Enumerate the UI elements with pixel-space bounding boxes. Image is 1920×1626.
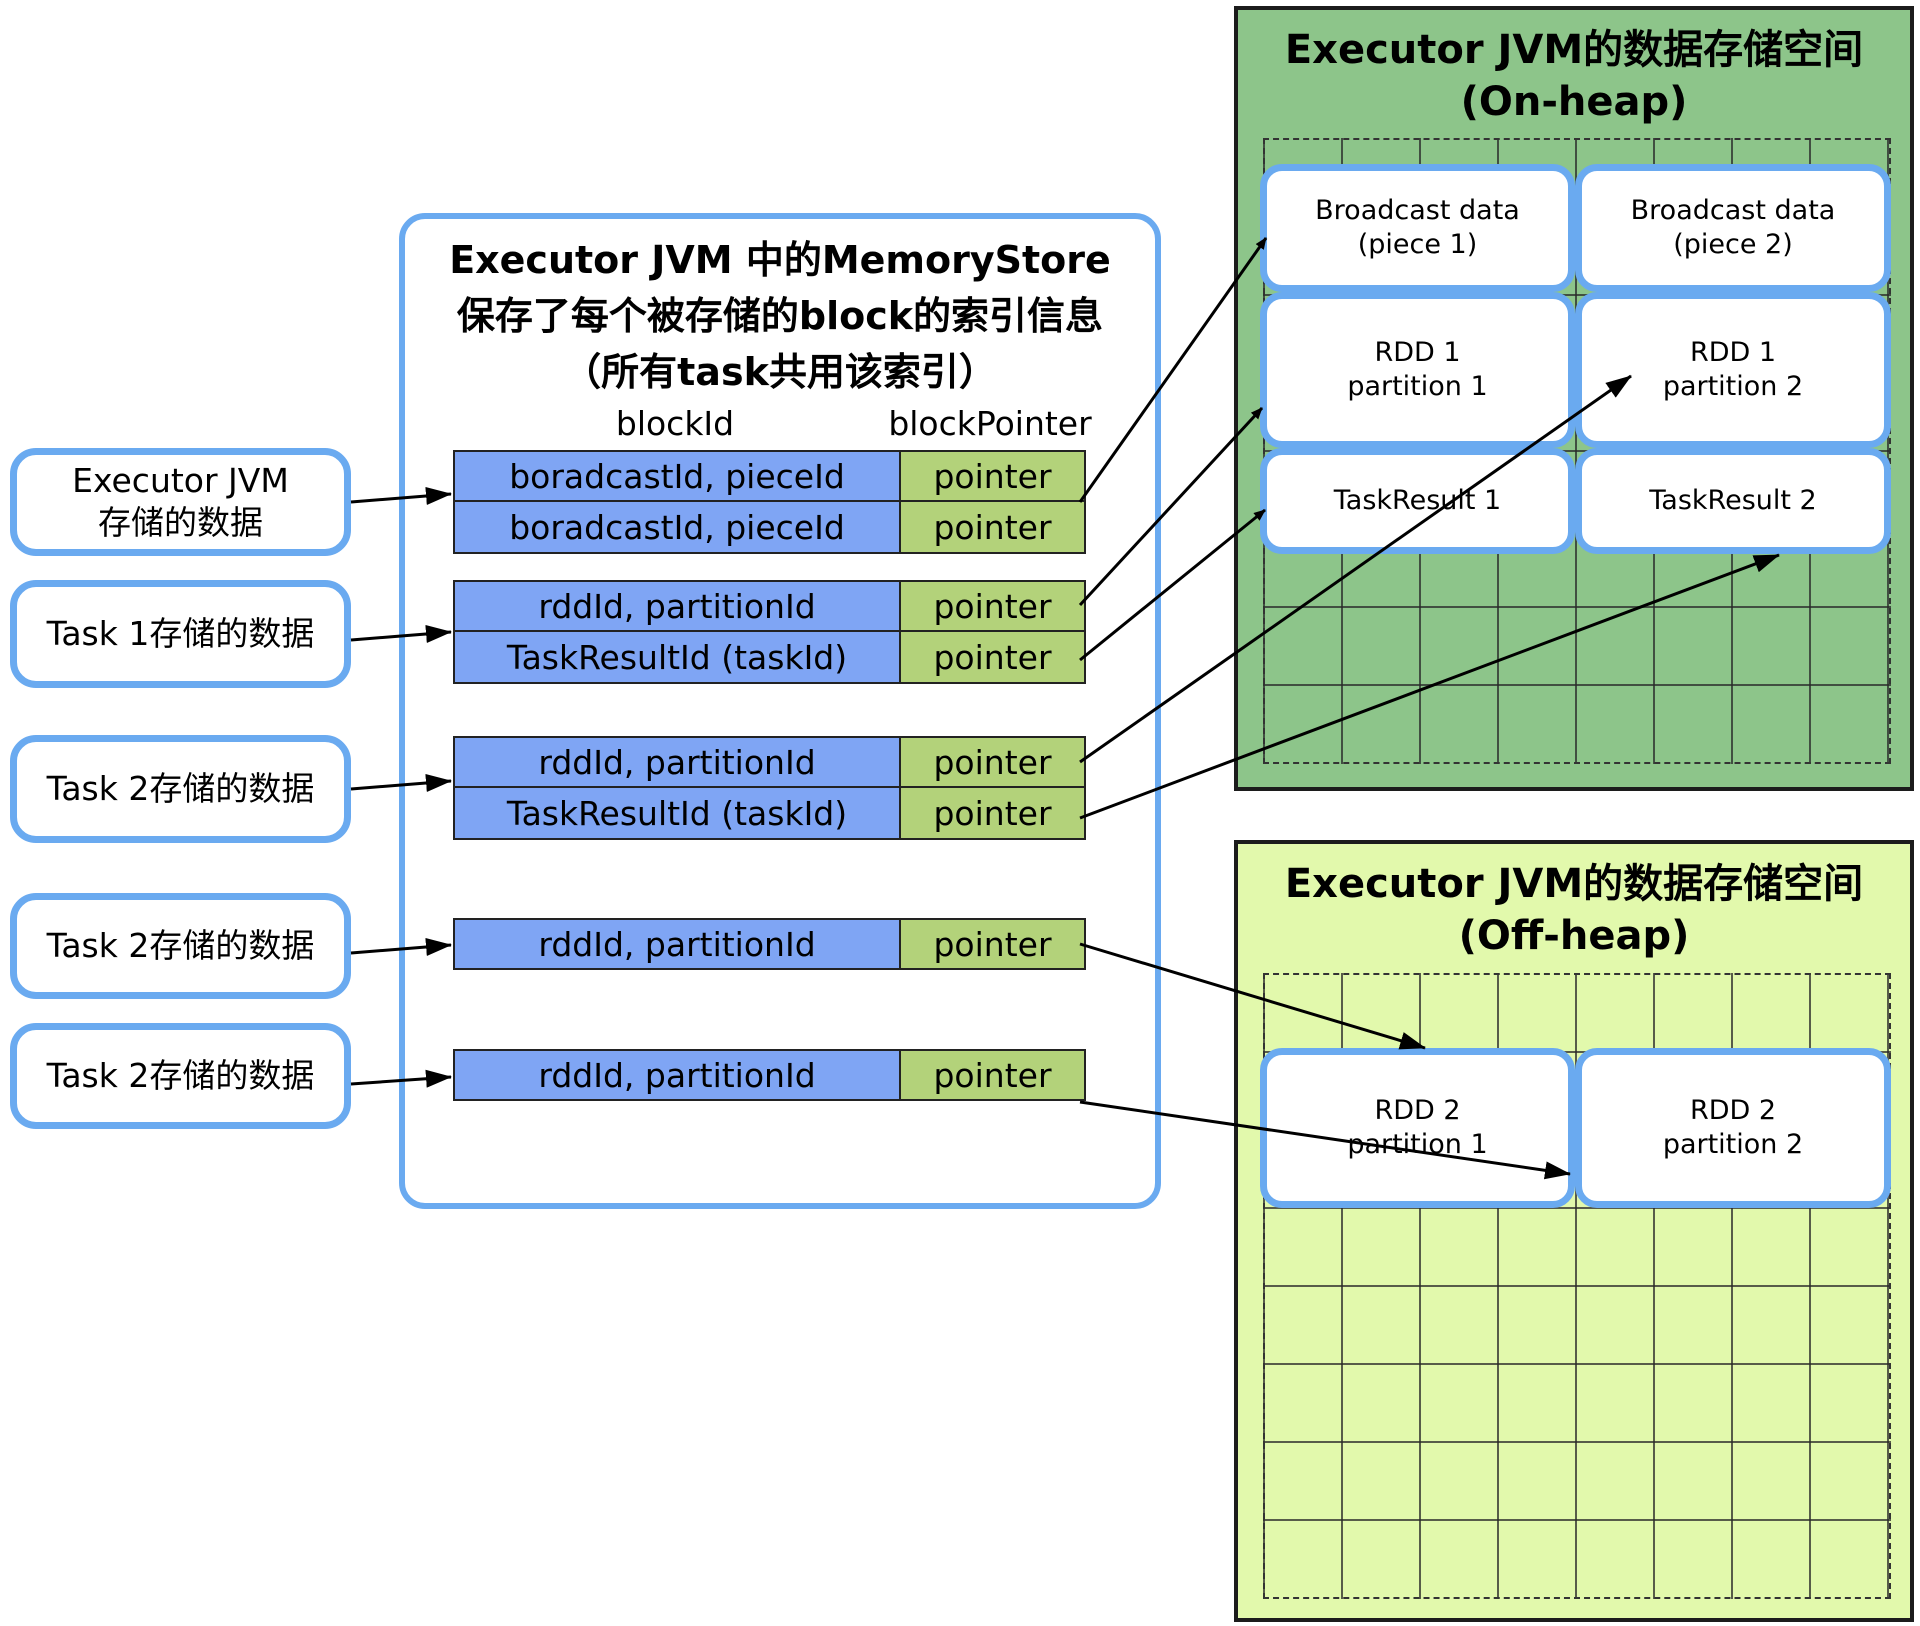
index-row: boradcastId, pieceId pointer: [453, 502, 1086, 554]
block-id-cell: TaskResultId (taskId): [453, 788, 901, 840]
broadcast-piece-1-block: Broadcast data (piece 1): [1260, 164, 1575, 292]
index-group-task-2-offheap: rddId, partitionId pointer: [453, 918, 1086, 970]
block-pointer-cell: pointer: [901, 580, 1086, 632]
on-heap-title-line: (On-heap): [1460, 79, 1688, 125]
source-executor-jvm: Executor JVM 存储的数据: [10, 448, 351, 556]
rdd2-partition-1-block: RDD 2 partition 1: [1260, 1048, 1575, 1208]
block-label: (piece 1): [1357, 229, 1478, 260]
block-label: partition 2: [1662, 371, 1804, 402]
off-heap-title: Executor JVM的数据存储空间 (Off-heap): [1234, 858, 1914, 962]
on-heap-title-line: Executor JVM的数据存储空间: [1284, 27, 1864, 73]
block-label: Broadcast data: [1315, 195, 1520, 226]
source-task-2: Task 2存储的数据: [10, 893, 351, 999]
source-task-2: Task 2存储的数据: [10, 1023, 351, 1129]
memory-store-title-line: 保存了每个被存储的block的索引信息: [456, 294, 1104, 338]
memory-store: [399, 213, 1161, 1209]
column-header-block-pointer: blockPointer: [888, 404, 1092, 443]
block-id-cell: rddId, partitionId: [453, 736, 901, 788]
block-label: TaskResult 2: [1649, 485, 1817, 516]
index-group-task-2-offheap: rddId, partitionId pointer: [453, 1049, 1086, 1101]
block-label: RDD 1: [1689, 337, 1777, 368]
index-row: rddId, partitionId pointer: [453, 918, 1086, 970]
index-group-task-1: rddId, partitionId pointer TaskResultId …: [453, 580, 1086, 684]
rdd2-partition-2-block: RDD 2 partition 2: [1575, 1048, 1891, 1208]
source-label: Task 2存储的数据: [46, 1056, 315, 1095]
source-task-1: Task 1存储的数据: [10, 580, 351, 688]
memory-store-title-line: （所有task共用该索引）: [563, 350, 997, 394]
block-label: RDD 1: [1374, 337, 1461, 368]
rdd1-partition-2-block: RDD 1 partition 2: [1575, 292, 1891, 448]
block-id-cell: TaskResultId (taskId): [453, 632, 901, 684]
source-label: Task 2存储的数据: [46, 769, 315, 808]
block-id-cell: boradcastId, pieceId: [453, 450, 901, 502]
index-row: TaskResultId (taskId) pointer: [453, 632, 1086, 684]
block-pointer-cell: pointer: [901, 502, 1086, 554]
block-label: RDD 2: [1689, 1095, 1777, 1126]
block-label: partition 1: [1347, 1129, 1488, 1160]
off-heap-title-line: (Off-heap): [1458, 913, 1690, 959]
index-row: TaskResultId (taskId) pointer: [453, 788, 1086, 840]
block-id-cell: rddId, partitionId: [453, 580, 901, 632]
source-label: Executor JVM: [72, 461, 289, 500]
on-heap-title: Executor JVM的数据存储空间 (On-heap): [1234, 24, 1914, 128]
index-row: boradcastId, pieceId pointer: [453, 450, 1086, 502]
off-heap-title-line: Executor JVM的数据存储空间: [1284, 861, 1864, 907]
block-pointer-cell: pointer: [901, 918, 1086, 970]
block-pointer-cell: pointer: [901, 450, 1086, 502]
block-id-cell: rddId, partitionId: [453, 1049, 901, 1101]
block-pointer-cell: pointer: [901, 788, 1086, 840]
index-row: rddId, partitionId pointer: [453, 736, 1086, 788]
memory-store-title: Executor JVM 中的MemoryStore 保存了每个被存储的bloc…: [399, 232, 1161, 400]
block-label: TaskResult 1: [1333, 485, 1502, 516]
task-result-1-block: TaskResult 1: [1260, 448, 1575, 554]
block-label: partition 1: [1347, 371, 1488, 402]
block-pointer-cell: pointer: [901, 632, 1086, 684]
index-row: rddId, partitionId pointer: [453, 580, 1086, 632]
block-pointer-cell: pointer: [901, 1049, 1086, 1101]
block-id-cell: rddId, partitionId: [453, 918, 901, 970]
memory-store-title-line: Executor JVM 中的MemoryStore: [449, 238, 1111, 282]
block-label: RDD 2: [1374, 1095, 1461, 1126]
index-group-task-2: rddId, partitionId pointer TaskResultId …: [453, 736, 1086, 840]
broadcast-piece-2-block: Broadcast data (piece 2): [1575, 164, 1891, 292]
source-label: Task 2存储的数据: [46, 926, 315, 965]
column-header-block-id: blockId: [615, 404, 735, 443]
source-label: 存储的数据: [98, 503, 263, 542]
block-label: Broadcast data: [1630, 195, 1836, 226]
task-result-2-block: TaskResult 2: [1575, 448, 1891, 554]
block-label: (piece 2): [1673, 229, 1793, 260]
source-task-2: Task 2存储的数据: [10, 735, 351, 843]
rdd1-partition-1-block: RDD 1 partition 1: [1260, 292, 1575, 448]
index-group-broadcast: boradcastId, pieceId pointer boradcastId…: [453, 450, 1086, 554]
index-row: rddId, partitionId pointer: [453, 1049, 1086, 1101]
source-label: Task 1存储的数据: [46, 614, 315, 653]
block-id-cell: boradcastId, pieceId: [453, 502, 901, 554]
block-pointer-cell: pointer: [901, 736, 1086, 788]
block-label: partition 2: [1662, 1129, 1804, 1160]
